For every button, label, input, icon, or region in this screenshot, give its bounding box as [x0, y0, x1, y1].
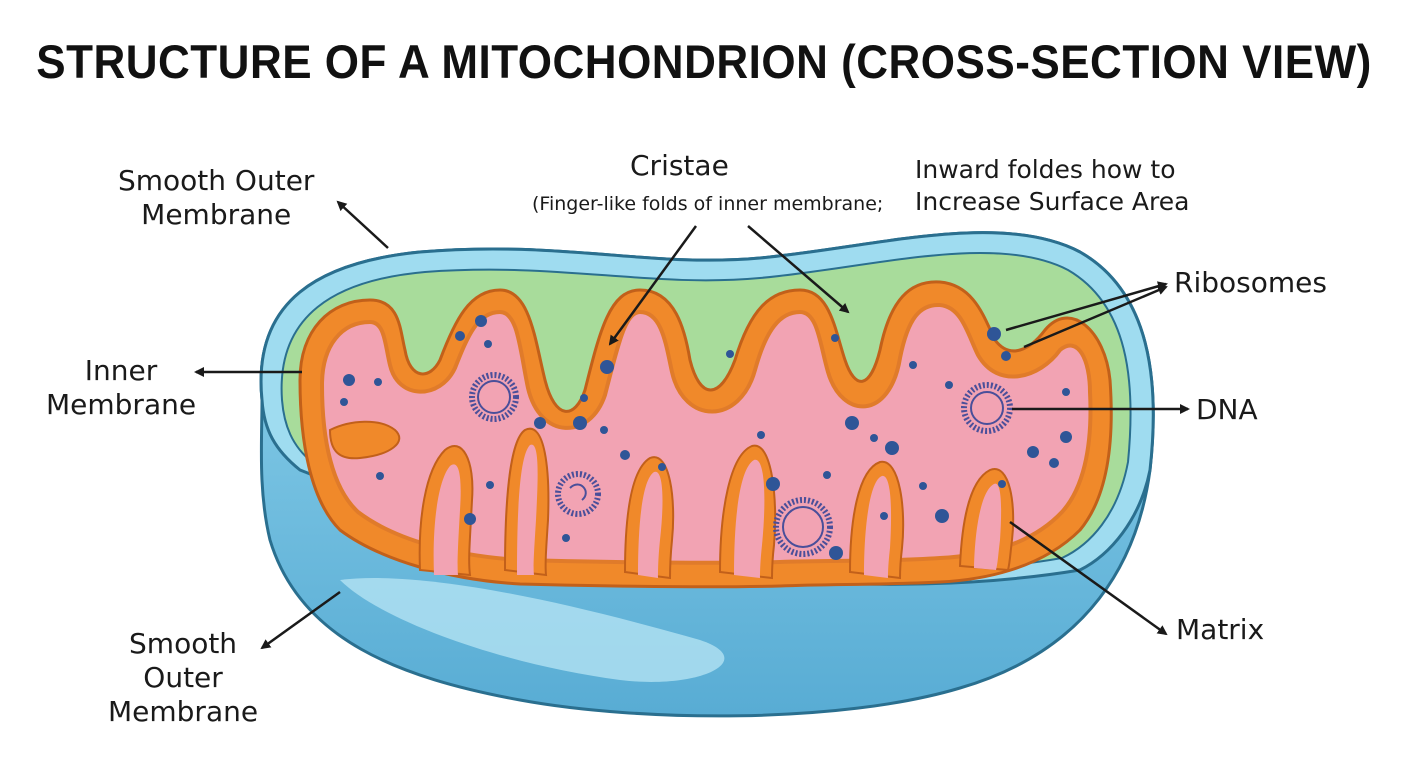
label-smooth-outer-membrane-top: Smooth Outer Membrane	[118, 164, 314, 232]
ribosome	[455, 331, 465, 341]
label-ribosomes: Ribosomes	[1174, 266, 1327, 300]
label-inward-folds: Inward foldes how to Increase Surface Ar…	[915, 154, 1189, 218]
ribosome	[464, 513, 476, 525]
ribosome	[845, 416, 859, 430]
label-line: DNA	[1196, 393, 1258, 427]
ribosome	[1049, 458, 1059, 468]
arrow-outer-top	[338, 202, 388, 248]
ribosome	[562, 534, 570, 542]
ribosome	[880, 512, 888, 520]
label-cristae: Cristae	[630, 149, 729, 183]
ribosome	[766, 477, 780, 491]
label-line: Smooth	[108, 627, 258, 661]
label-line: Ribosomes	[1174, 266, 1327, 300]
label-smooth-outer-membrane-bottom: Smooth Outer Membrane	[108, 627, 258, 729]
ribosome	[870, 434, 878, 442]
label-matrix: Matrix	[1176, 613, 1264, 647]
label-line: (Finger-like folds of inner membrane;	[532, 192, 883, 216]
ribosome	[343, 374, 355, 386]
ribosome	[935, 509, 949, 523]
label-line: Membrane	[108, 695, 258, 729]
ribosome	[919, 482, 927, 490]
ribosome	[831, 334, 839, 342]
ribosome	[658, 463, 666, 471]
ribosome	[486, 481, 494, 489]
label-line: Inner	[46, 354, 196, 388]
ribosome	[885, 441, 899, 455]
ribosome	[534, 417, 546, 429]
ribosome	[475, 315, 487, 327]
label-inner-membrane: Inner Membrane	[46, 354, 196, 422]
ribosome	[823, 471, 831, 479]
ribosome	[726, 350, 734, 358]
ribosome	[600, 426, 608, 434]
ribosome	[340, 398, 348, 406]
label-line: Outer	[108, 661, 258, 695]
ribosome	[1060, 431, 1072, 443]
label-cristae-note: (Finger-like folds of inner membrane;	[532, 192, 883, 216]
ribosome	[757, 431, 765, 439]
ribosome	[374, 378, 382, 386]
label-dna: DNA	[1196, 393, 1258, 427]
label-line: Membrane	[118, 198, 314, 232]
ribosome	[580, 394, 588, 402]
ribosome	[998, 480, 1006, 488]
ribosome	[376, 472, 384, 480]
ribosome	[620, 450, 630, 460]
ribosome	[987, 327, 1001, 341]
ribosome	[484, 340, 492, 348]
label-line: Increase Surface Area	[915, 186, 1189, 218]
label-line: Cristae	[630, 149, 729, 183]
ribosome	[909, 361, 917, 369]
ribosome	[1062, 388, 1070, 396]
label-line: Membrane	[46, 388, 196, 422]
label-line: Inward foldes how to	[915, 154, 1189, 186]
ribosome	[600, 360, 614, 374]
label-line: Matrix	[1176, 613, 1264, 647]
ribosome	[573, 416, 587, 430]
ribosome	[1027, 446, 1039, 458]
ribosome	[829, 546, 843, 560]
label-line: Smooth Outer	[118, 164, 314, 198]
ribosome	[945, 381, 953, 389]
ribosome	[1001, 351, 1011, 361]
